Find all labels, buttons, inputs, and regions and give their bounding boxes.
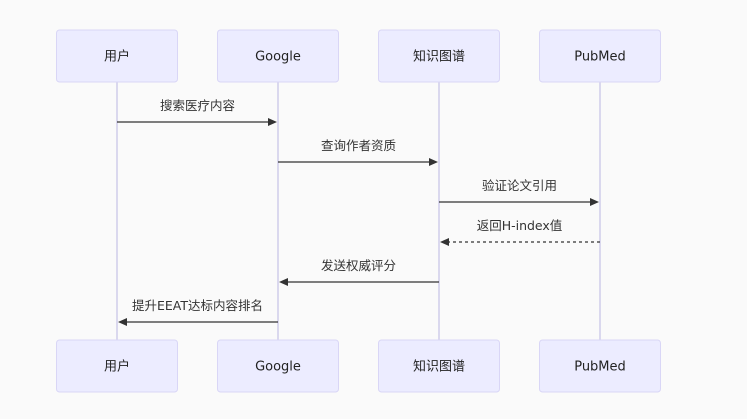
lifelines	[116, 82, 601, 340]
actor-label: Google	[255, 50, 301, 65]
message-5: 发送权威评分	[279, 258, 439, 286]
actor-box	[217, 29, 339, 83]
message-label: 发送权威评分	[321, 258, 396, 273]
message-6: 提升EEAT达标内容排名	[118, 298, 278, 326]
actor-pubmed-bottom: PubMed	[539, 339, 661, 393]
actor-label: 知识图谱	[413, 49, 465, 65]
actors-top: 用户 Google 知识图谱 PubMed	[56, 29, 661, 83]
actor-label: 知识图谱	[413, 359, 465, 375]
actor-google-top: Google	[217, 29, 339, 83]
actor-user-top: 用户	[56, 29, 178, 83]
actor-box	[539, 339, 661, 393]
message-arrow-head	[118, 318, 127, 326]
message-label: 返回H-index值	[477, 218, 563, 233]
actor-label: 用户	[104, 359, 130, 375]
actor-pubmed-top: PubMed	[539, 29, 661, 83]
message-label: 查询作者资质	[321, 138, 396, 153]
actor-user-bottom: 用户	[56, 339, 178, 393]
actor-label: PubMed	[574, 360, 626, 375]
messages: 搜索医疗内容查询作者资质验证论文引用返回H-index值发送权威评分提升EEAT…	[117, 98, 600, 326]
message-label: 验证论文引用	[482, 178, 557, 193]
actor-box	[378, 339, 500, 393]
actor-label: Google	[255, 360, 301, 375]
message-label: 搜索医疗内容	[160, 98, 235, 113]
message-3: 验证论文引用	[439, 178, 599, 206]
actor-box	[217, 339, 339, 393]
message-4: 返回H-index值	[440, 218, 600, 246]
actor-box	[56, 29, 178, 83]
message-1: 搜索医疗内容	[117, 98, 277, 126]
message-arrow-head	[590, 198, 599, 206]
message-arrow-head	[440, 238, 449, 246]
message-arrow-head	[268, 118, 277, 126]
actors-bottom: 用户 Google 知识图谱 PubMed	[56, 339, 661, 393]
actor-kg-top: 知识图谱	[378, 29, 500, 83]
message-2: 查询作者资质	[278, 138, 438, 166]
actor-google-bottom: Google	[217, 339, 339, 393]
message-arrow-head	[429, 158, 438, 166]
actor-label: 用户	[104, 49, 130, 65]
message-label: 提升EEAT达标内容排名	[132, 298, 263, 313]
message-arrow-head	[279, 278, 288, 286]
actor-label: PubMed	[574, 50, 626, 65]
actor-box	[539, 29, 661, 83]
actor-kg-bottom: 知识图谱	[378, 339, 500, 393]
actor-box	[56, 339, 178, 393]
actor-box	[378, 29, 500, 83]
